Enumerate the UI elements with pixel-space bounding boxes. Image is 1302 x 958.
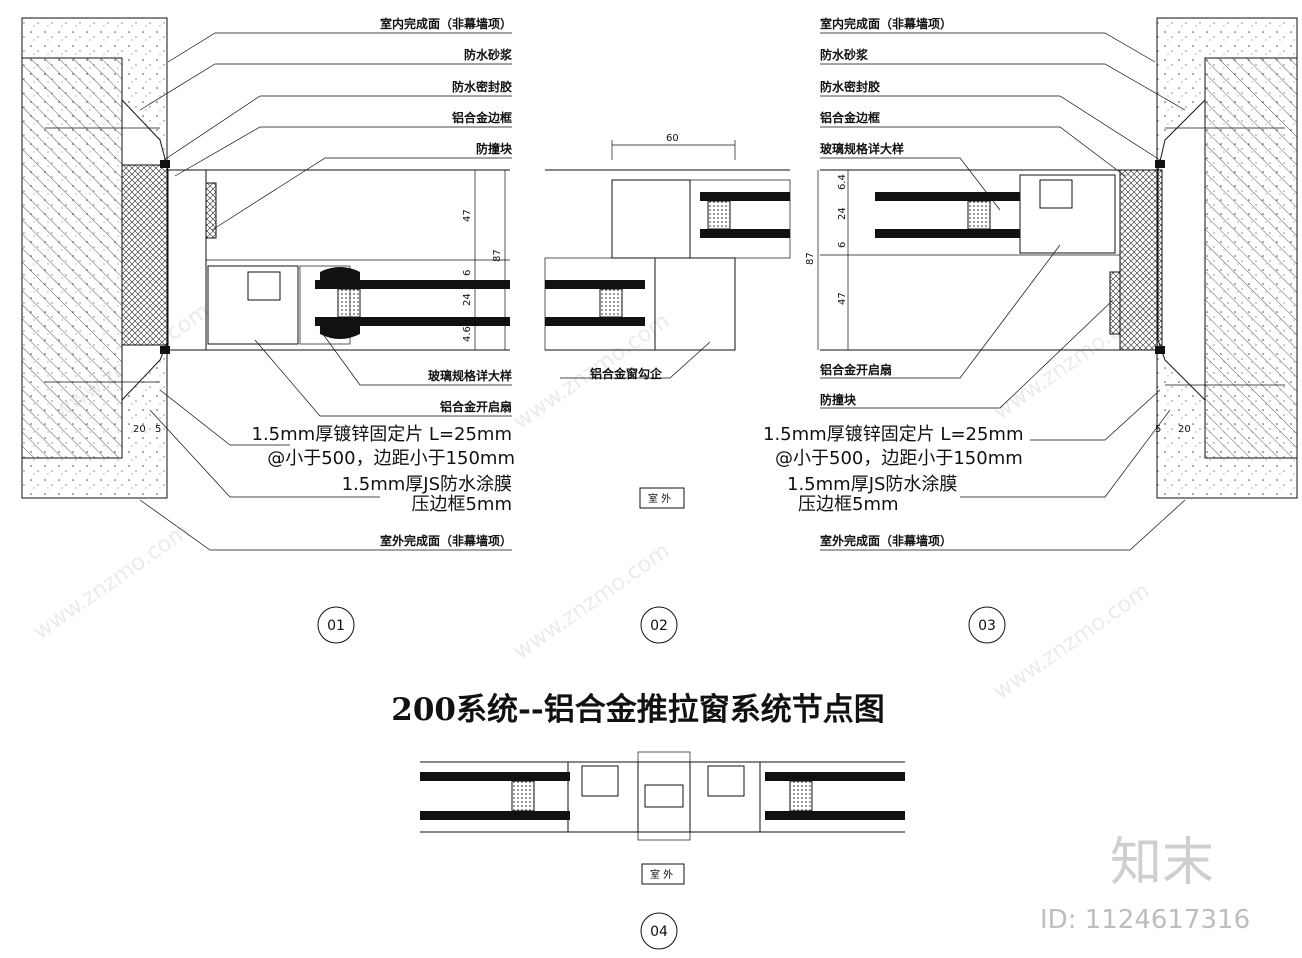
detail-id-01: 01: [327, 618, 345, 634]
watermark-site: www.znzmo.com: [509, 539, 674, 665]
outdoor-tag: 室 外: [648, 492, 671, 505]
label-aluminum-sash: 铝合金开启扇: [440, 399, 512, 414]
dim-20: 20: [133, 424, 146, 435]
dim-24: 24: [837, 207, 848, 220]
note-spacing: @小于500，边距小于150mm: [775, 448, 1023, 469]
dim-47: 47: [837, 292, 848, 305]
outdoor-tag: 室 外: [650, 868, 673, 881]
dim-6-4: 6.4: [837, 174, 848, 190]
dim-47: 47: [462, 209, 473, 222]
dim-60: 60: [666, 133, 679, 144]
dim-5: 5: [1155, 424, 1161, 435]
detail-id-04: 04: [650, 924, 668, 940]
watermark-id: ID: 1124617316: [1040, 905, 1250, 935]
detail-04: 室 外: [420, 751, 905, 885]
dim-24: 24: [462, 293, 473, 306]
detail-markers: 01 02 03 04: [317, 606, 1006, 950]
note-press: 压边框5mm: [798, 494, 899, 515]
label-indoor-finish: 室内完成面（非幕墙项）: [820, 16, 952, 31]
label-waterproof-sealant: 防水密封胶: [452, 79, 512, 94]
label-glass-spec: 玻璃规格详大样: [820, 141, 904, 156]
watermark-site: www.znzmo.com: [989, 579, 1154, 705]
dim-87: 87: [805, 252, 816, 265]
label-glass-spec: 玻璃规格详大样: [428, 368, 512, 383]
label-exterior-finish: 室外完成面（非幕墙项）: [380, 533, 512, 548]
label-bumper-block: 防撞块: [476, 141, 513, 156]
label-indoor-finish: 室内完成面（非幕墙项）: [380, 16, 512, 31]
label-aluminum-frame: 铝合金边框: [820, 110, 880, 125]
dim-4-6: 4.6: [462, 326, 473, 342]
dim-6: 6: [837, 242, 848, 248]
label-waterproof-sealant: 防水密封胶: [820, 79, 880, 94]
drawing-title: 200系统--铝合金推拉窗系统节点图: [391, 692, 884, 728]
dim-20: 20: [1178, 424, 1191, 435]
detail-id-03: 03: [978, 618, 996, 634]
note-fixing: 1.5mm厚镀锌固定片 L=25mm: [252, 424, 513, 445]
label-aluminum-sash: 铝合金开启扇: [820, 362, 892, 377]
note-membrane: 1.5mm厚JS防水涂膜: [342, 474, 512, 495]
label-bumper-block: 防撞块: [820, 392, 857, 407]
note-spacing: @小于500，边距小于150mm: [267, 448, 515, 469]
note-press: 压边框5mm: [411, 494, 512, 515]
dim-5: 5: [155, 424, 161, 435]
watermark-site: www.znzmo.com: [29, 519, 194, 645]
detail-02: 60 铝合金窗勾企 室 外: [544, 133, 791, 509]
detail-03: 87 6.4 24 6 47 5 20 室内完成面（非幕墙项） 防水砂浆 防水密…: [763, 16, 1298, 551]
detail-01: 47 87 6 24 4.6 20 5 室内完成面（非幕墙项） 防水砂浆 防水密…: [21, 16, 515, 551]
label-aluminum-frame: 铝合金边框: [452, 110, 512, 125]
label-waterproof-mortar: 防水砂浆: [820, 47, 869, 62]
dim-87: 87: [492, 249, 503, 262]
dim-6: 6: [462, 270, 473, 276]
label-hook-stile: 铝合金窗勾企: [590, 366, 663, 381]
watermark-layer: www.znzmo.com www.znzmo.com www.znzmo.co…: [29, 299, 1154, 705]
watermark-brand: 知末: [1110, 833, 1214, 893]
detail-id-02: 02: [650, 618, 668, 634]
label-waterproof-mortar: 防水砂浆: [464, 47, 513, 62]
note-membrane: 1.5mm厚JS防水涂膜: [787, 474, 957, 495]
note-fixing: 1.5mm厚镀锌固定片 L=25mm: [763, 424, 1024, 445]
label-exterior-finish: 室外完成面（非幕墙项）: [820, 533, 952, 548]
